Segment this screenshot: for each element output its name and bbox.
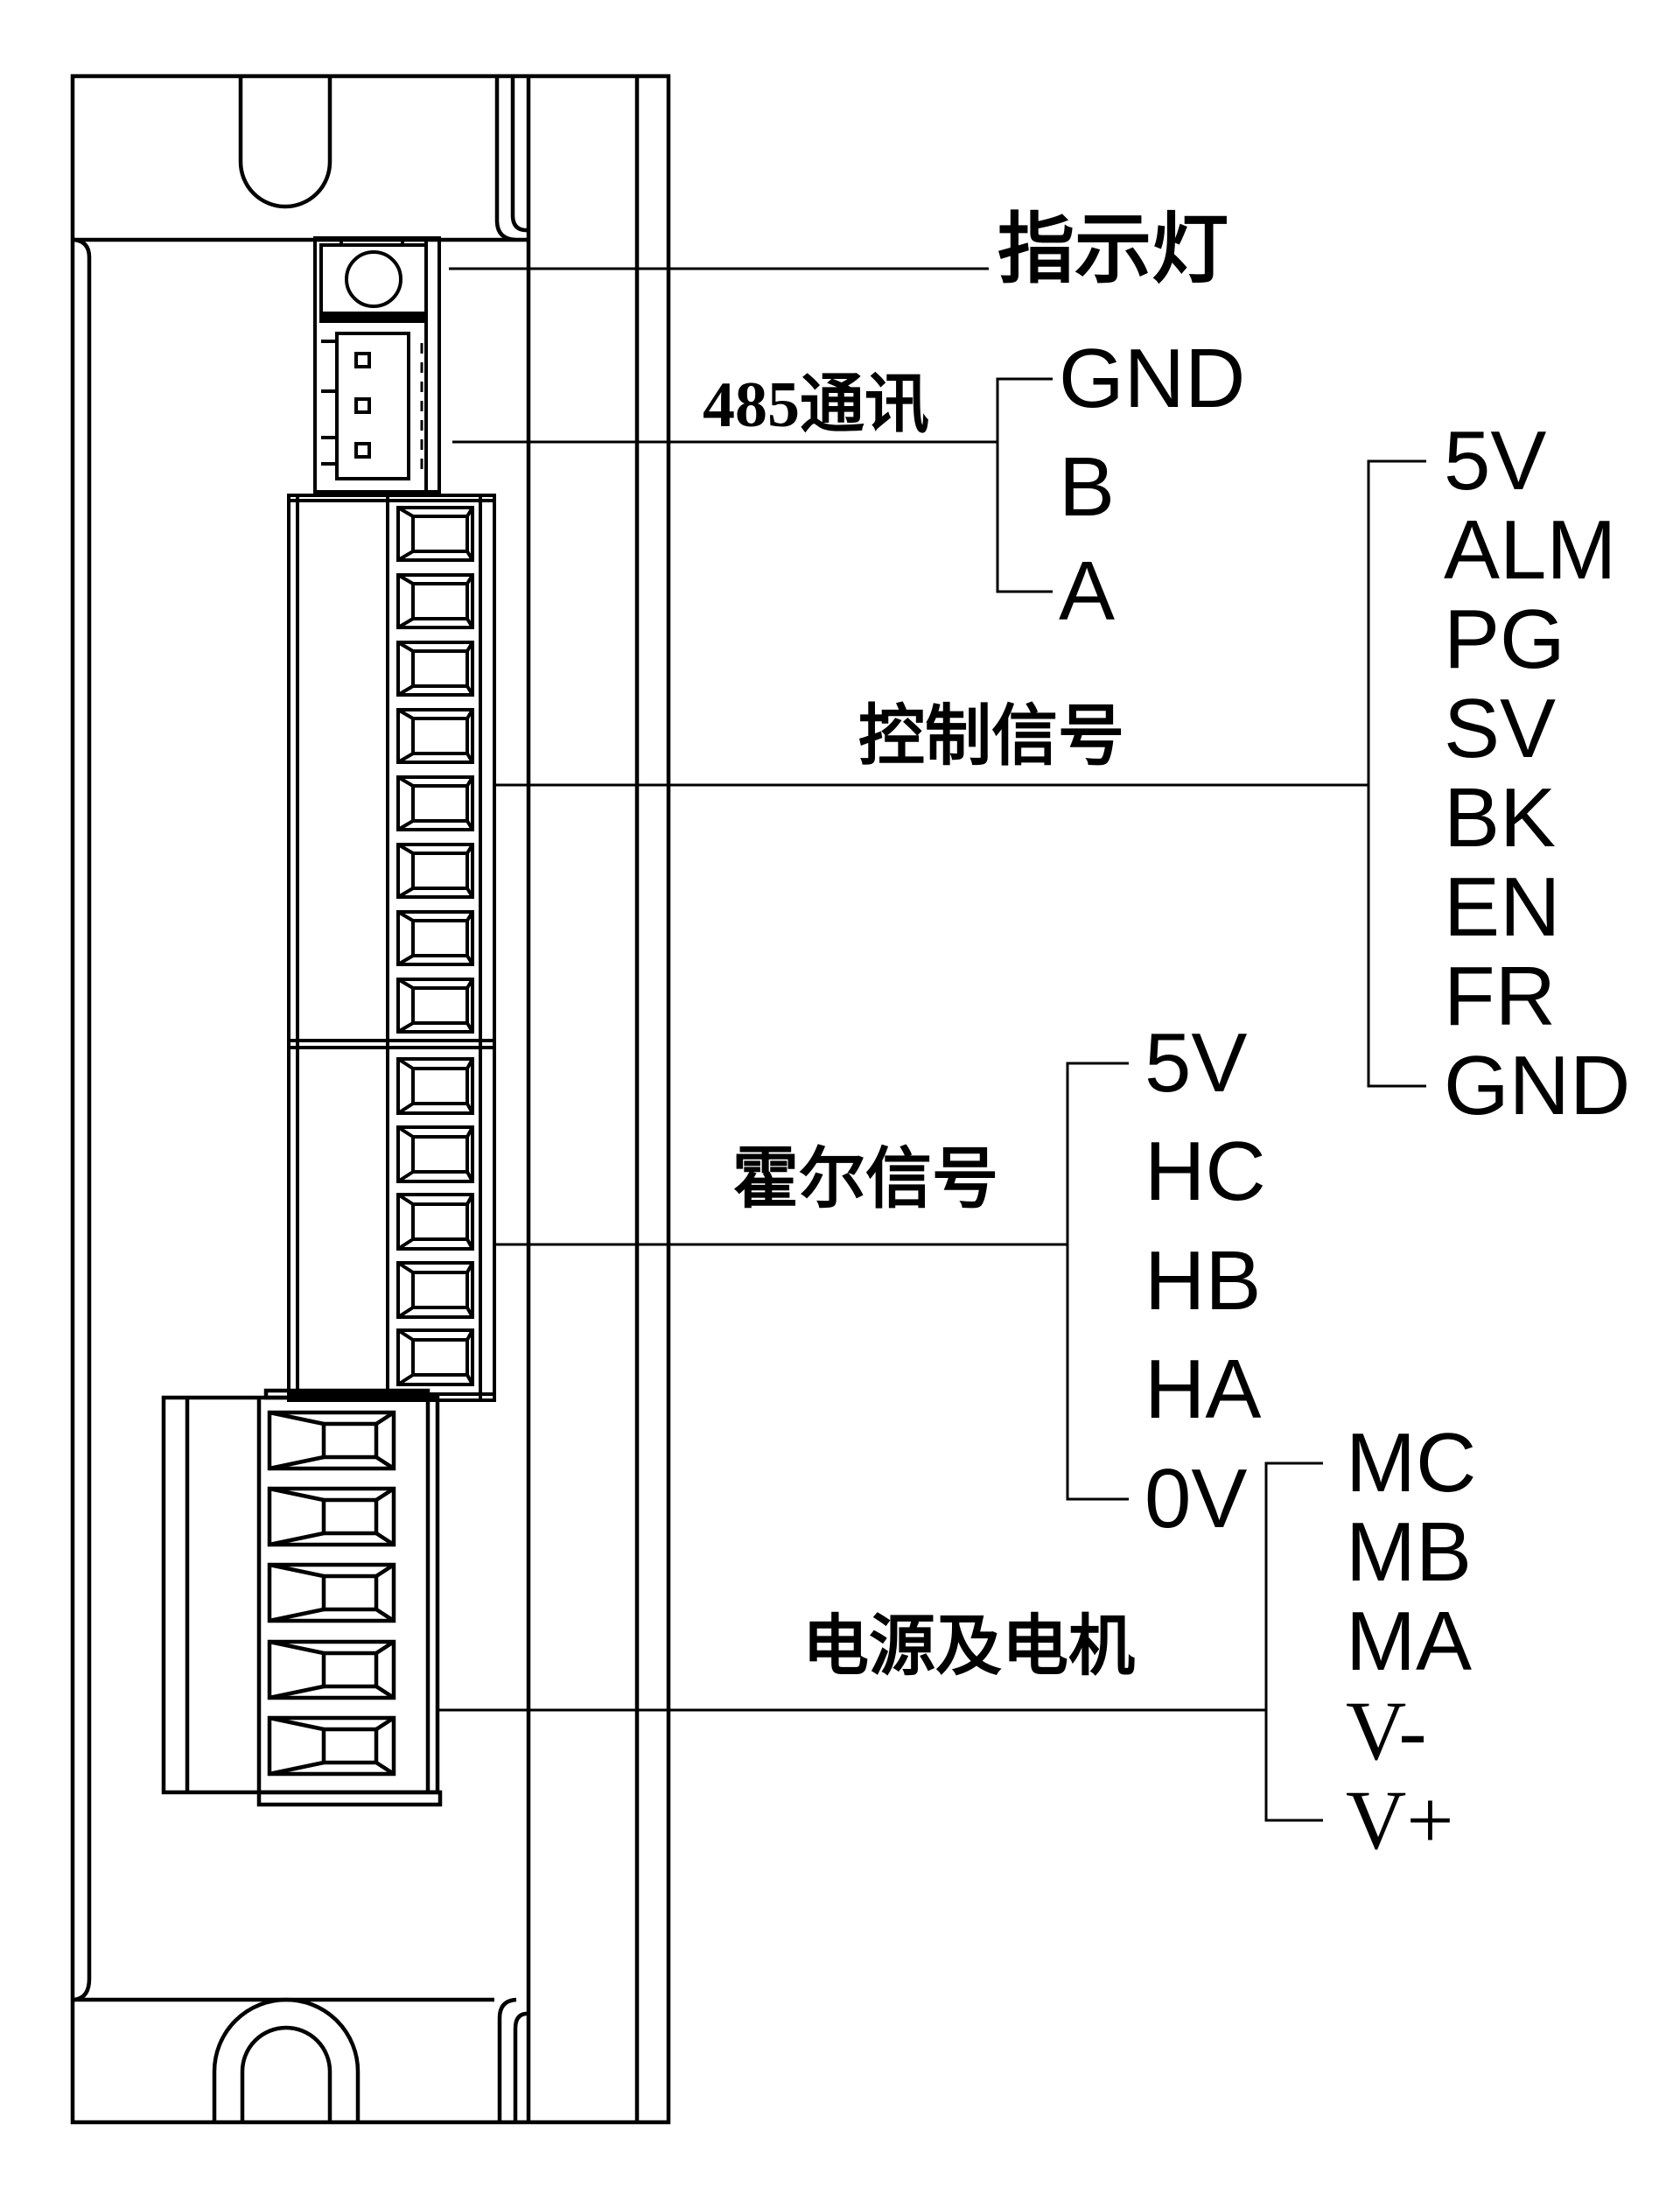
pin-hall-hb: HB [1144,1234,1262,1328]
power-terminal-cell [267,1562,396,1623]
leader-lines [438,267,1368,1712]
pin-brackets [996,377,1426,1822]
power-terminal-cell [267,1715,396,1777]
pin-control-bk: BK [1444,771,1557,865]
power-terminal-cell [267,1639,396,1700]
power-terminal-cell [267,1410,396,1471]
bracket-hall [1066,1062,1129,1501]
terminal-cell [396,506,474,562]
comm485-connector [313,236,441,494]
pin-comm485-gnd: GND [1059,332,1246,425]
power-terminal-cell [267,1486,396,1547]
pin-power-mc: MC [1346,1416,1477,1510]
pin-hall-0v: 0V [1144,1452,1248,1546]
pin-control-5v: 5V [1444,414,1547,508]
pin-control-sv: SV [1444,682,1557,775]
terminal-cell [396,1057,474,1115]
pin-power-vminus: V- [1346,1684,1427,1777]
terminal-cell [396,1193,474,1251]
bracket-control [1367,459,1426,1088]
terminal-cell [396,1328,474,1386]
pin-control-en: EN [1444,860,1561,954]
pin-hall-ha: HA [1144,1342,1262,1436]
label-power: 电源及电机 [802,1610,1135,1684]
device-outline [70,74,671,2125]
terminal-cell [396,1261,474,1319]
mounting-slot-top [238,76,332,209]
pin-power-vplus: V+ [1346,1773,1454,1867]
mounting-slot-bottom [212,1997,360,2122]
pin-hall-5v: 5V [1144,1016,1248,1110]
pin-control-fr: FR [1444,950,1556,1043]
control-terminal-cells [396,506,474,1034]
power-terminal-block [161,1388,443,1807]
terminal-cell [396,775,474,831]
pin-power-mb: MB [1346,1505,1472,1599]
signal-terminal-strip [287,494,496,1402]
pin-control-gnd: GND [1444,1039,1631,1132]
terminal-cell [396,641,474,697]
terminal-cell [396,708,474,764]
indicator-led-housing [319,243,428,315]
pin-comm485-b: B [1059,440,1116,534]
hall-terminal-cells [396,1057,474,1386]
label-hall: 霍尔信号 [732,1143,998,1216]
bracket-power [1264,1461,1323,1822]
pin-power-ma: MA [1346,1595,1472,1688]
bracket-comm485 [996,377,1053,593]
indicator-led [345,250,402,308]
pin-control-pg: PG [1444,592,1565,686]
label-indicator: 指示灯 [998,208,1229,293]
terminal-cell [396,978,474,1034]
pin-comm485-a: A [1059,544,1116,638]
terminal-cell [396,910,474,966]
pin-hall-hc: HC [1144,1125,1266,1218]
pin-control-alm: ALM [1444,503,1617,597]
label-comm485: 485通讯 [703,369,929,441]
label-control: 控制信号 [858,700,1124,774]
terminal-cell [396,1125,474,1183]
terminal-cell [396,573,474,629]
terminal-cell [396,843,474,899]
